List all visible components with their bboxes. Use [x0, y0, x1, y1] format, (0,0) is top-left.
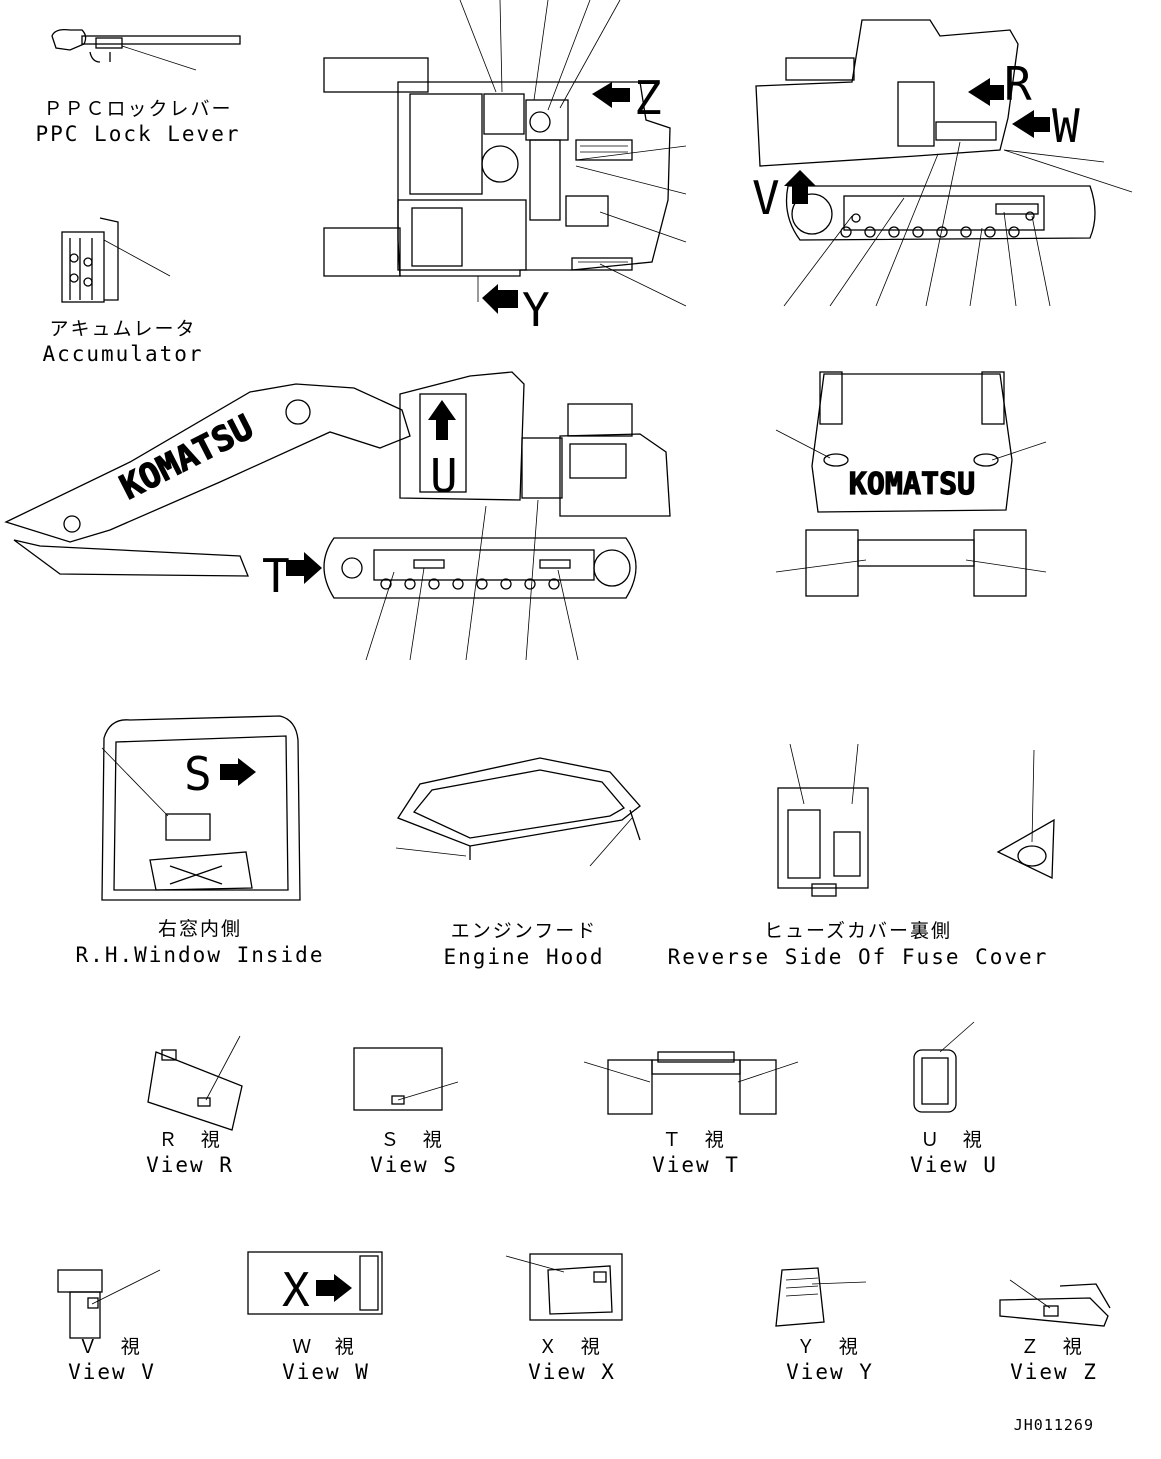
rh-window-label-jp: 右窓内側 — [158, 918, 242, 940]
view-u-en: View U — [910, 1153, 998, 1177]
view-v-jp: Ｖ 視 — [78, 1336, 145, 1358]
engine-hood-label-jp: エンジンフード — [451, 920, 597, 942]
marker-r: R — [1004, 57, 1032, 111]
view-v-en: View V — [68, 1360, 156, 1384]
marker-z: Z — [634, 71, 662, 125]
view-u-jp: Ｕ 視 — [920, 1129, 987, 1151]
fuse-cover-label-jp: ヒューズカバー裏側 — [764, 920, 952, 942]
accumulator-label-jp: アキュムレータ — [49, 318, 196, 340]
engine-hood-label-en: Engine Hood — [443, 945, 604, 969]
view-r-jp: Ｒ 視 — [158, 1129, 225, 1151]
machine-side-view — [4, 371, 671, 661]
view-s-jp: Ｓ 視 — [380, 1129, 447, 1151]
machine-top-view — [323, 0, 687, 314]
marker-t: T — [262, 549, 290, 603]
marker-x: X — [282, 1263, 310, 1317]
marker-v: V — [752, 171, 780, 225]
engine-hood-figure — [395, 757, 641, 867]
rh-window-label-en: R.H.Window Inside — [76, 943, 325, 967]
view-t-en: View T — [652, 1153, 740, 1177]
marker-w: W — [1052, 99, 1080, 153]
view-t-jp: Ｔ 視 — [662, 1129, 729, 1151]
marker-y: Y — [522, 283, 550, 337]
view-z-figure — [999, 1279, 1111, 1327]
boom-brand-text: KOMATSU — [114, 407, 260, 508]
marker-s: S — [184, 747, 212, 801]
machine-rear-view — [775, 371, 1047, 597]
view-u-figure — [913, 1021, 975, 1113]
view-s-en: View S — [370, 1153, 458, 1177]
accumulator-figure — [61, 217, 171, 303]
ppc-lock-lever-figure — [51, 28, 241, 71]
view-w-jp: Ｗ 視 — [292, 1336, 359, 1358]
view-r-figure — [147, 1035, 243, 1131]
view-y-figure — [775, 1267, 867, 1327]
machine-rear-right-view — [755, 19, 1133, 307]
ppc-label-jp: ＰＰＣロックレバー — [43, 98, 232, 120]
view-s-figure — [353, 1047, 459, 1111]
drawing-number: JH011269 — [1014, 1416, 1094, 1434]
fuse-cover-label-en: Reverse Side Of Fuse Cover — [668, 945, 1049, 969]
rh-window-inside-figure — [101, 715, 301, 901]
view-z-jp: Ｚ 視 — [1020, 1336, 1087, 1358]
view-x-en: View X — [528, 1360, 616, 1384]
view-x-jp: Ｘ 視 — [538, 1336, 605, 1358]
view-r-en: View R — [146, 1153, 234, 1177]
view-v-figure — [57, 1269, 161, 1339]
rear-brand-text: KOMATSU — [849, 467, 975, 502]
view-y-jp: Ｙ 視 — [796, 1336, 863, 1358]
accumulator-label-en: Accumulator — [42, 342, 203, 366]
view-w-figure — [247, 1251, 383, 1315]
view-t-figure — [583, 1051, 799, 1115]
view-z-en: View Z — [1010, 1360, 1098, 1384]
view-w-en: View W — [282, 1360, 370, 1384]
marker-u: U — [430, 449, 458, 503]
ppc-label-en: PPC Lock Lever — [35, 122, 240, 146]
view-y-en: View Y — [786, 1360, 874, 1384]
fuse-cover-figure — [777, 743, 1055, 897]
view-x-figure — [505, 1253, 623, 1321]
